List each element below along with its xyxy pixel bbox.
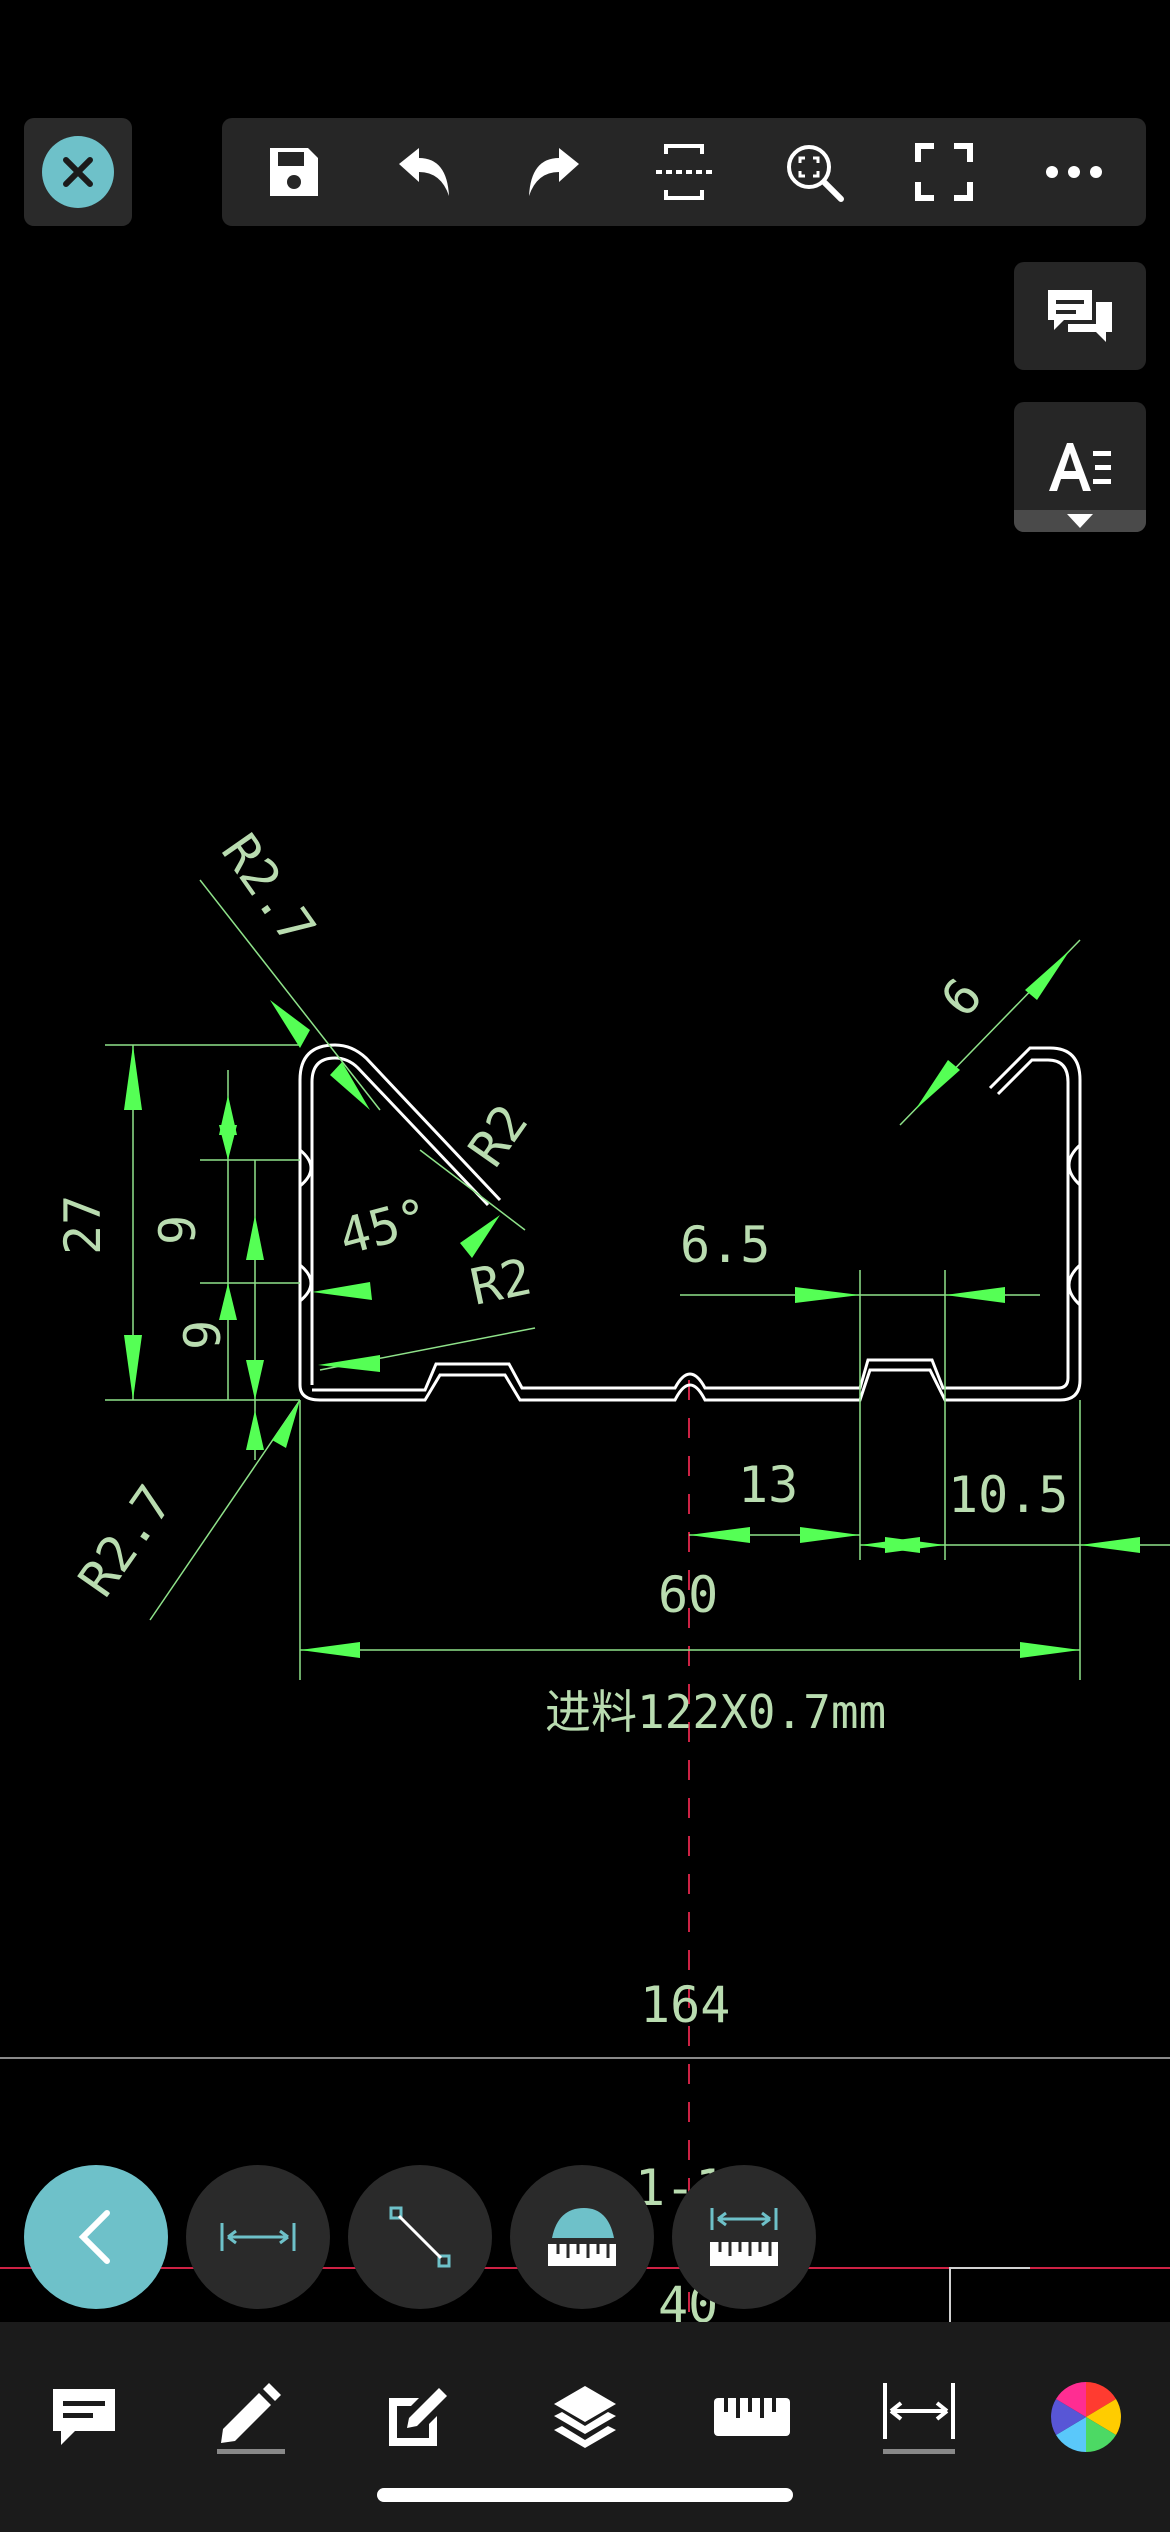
fullscreen-button[interactable] — [896, 124, 992, 220]
dim-label-r2-a: R2 — [457, 1094, 539, 1177]
dim-label-angle: 45° — [333, 1187, 435, 1266]
ruler-icon — [714, 2398, 791, 2436]
dimension-lines — [105, 879, 1170, 1680]
top-toolbar — [222, 118, 1146, 226]
color-picker-button[interactable] — [1031, 2362, 1141, 2472]
close-button[interactable] — [24, 118, 132, 226]
annotation-icon — [52, 2389, 115, 2445]
dim-label-r27-bottom: R2.7 — [67, 1475, 184, 1607]
zoom-fit-icon — [787, 145, 844, 202]
text-style-icon — [1049, 443, 1111, 491]
layers-icon — [553, 2386, 616, 2448]
undo-button[interactable] — [376, 124, 472, 220]
edit-icon — [388, 2388, 447, 2446]
drawing-canvas[interactable]: R2.7 R2 R2 45° 27 9 9 6 6.5 13 10.5 60 R… — [0, 0, 1170, 2322]
measure-distance-button[interactable] — [672, 2165, 816, 2309]
collapse-tools-button[interactable] — [24, 2165, 168, 2309]
area-measure-button[interactable] — [510, 2165, 654, 2309]
dim-label-13: 13 — [738, 1456, 798, 1514]
measure-distance-icon — [710, 2208, 778, 2266]
dim-label-9-top: 9 — [149, 1215, 207, 1245]
area-measure-icon — [548, 2208, 616, 2266]
save-icon — [270, 148, 318, 196]
save-button[interactable] — [246, 124, 342, 220]
undo-icon — [399, 148, 449, 196]
dim-label-9-bottom: 9 — [174, 1320, 232, 1350]
redo-icon — [529, 148, 579, 196]
text-style-button[interactable] — [1014, 402, 1146, 532]
aligned-dimension-icon — [389, 2206, 451, 2268]
dim-label-10-5: 10.5 — [948, 1466, 1068, 1524]
dimension-arrows — [124, 950, 1140, 1658]
dimension-icon — [883, 2383, 956, 2454]
home-indicator[interactable] — [377, 2488, 793, 2502]
redo-button[interactable] — [506, 124, 602, 220]
dim-label-6: 6 — [930, 967, 994, 1027]
comments-button[interactable] — [1014, 262, 1146, 370]
dim-label-r2-b: R2 — [465, 1247, 536, 1316]
dim-label-r27-top: R2.7 — [210, 824, 327, 956]
edit-button[interactable] — [363, 2362, 473, 2472]
feed-note: 进料122X0.7mm — [545, 1685, 886, 1739]
linear-dimension-button[interactable] — [186, 2165, 330, 2309]
split-view-button[interactable] — [636, 124, 732, 220]
expand-chevron[interactable] — [1014, 510, 1146, 532]
ruler-button[interactable] — [697, 2362, 807, 2472]
dim-label-164: 164 — [640, 1976, 730, 2034]
dim-label-60: 60 — [658, 1566, 718, 1624]
profile-outline — [298, 1043, 1082, 1402]
more-icon — [1046, 166, 1102, 178]
chevron-down-icon — [1067, 514, 1093, 528]
dim-label-6-5: 6.5 — [680, 1216, 770, 1274]
layers-button[interactable] — [530, 2362, 640, 2472]
more-button[interactable] — [1026, 124, 1122, 220]
linear-dimension-icon — [220, 2223, 296, 2251]
color-wheel-icon — [1051, 2382, 1122, 2452]
split-view-icon — [656, 144, 712, 200]
zoom-fit-button[interactable] — [766, 124, 862, 220]
pencil-icon — [216, 2383, 285, 2454]
section-profile — [949, 2267, 1030, 2322]
annotation-button[interactable] — [29, 2362, 139, 2472]
aligned-dimension-button[interactable] — [348, 2165, 492, 2309]
dimension-button[interactable] — [864, 2362, 974, 2472]
fullscreen-icon — [915, 143, 973, 201]
comments-icon — [1048, 290, 1112, 342]
pencil-button[interactable] — [196, 2362, 306, 2472]
back-icon — [78, 2210, 110, 2264]
dim-label-27: 27 — [54, 1195, 112, 1255]
close-icon — [42, 136, 114, 208]
